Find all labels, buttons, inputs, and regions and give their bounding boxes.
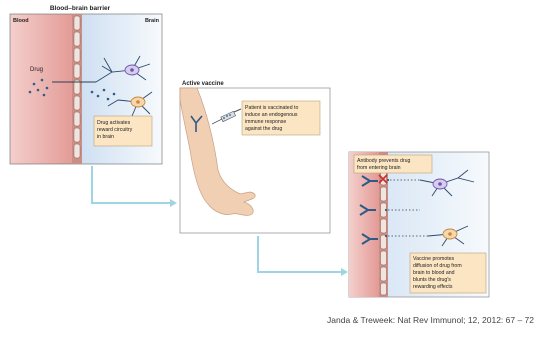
connector-arrow-1 (92, 166, 177, 207)
panel-blood-brain-barrier: Blood–brain barrier Blood Brain Drug (10, 5, 162, 164)
panel3-note-bottom-line2: diffusion of drug from (413, 263, 462, 269)
panel2-note-line4: against the drug (245, 126, 282, 132)
panel2-note: Patient is vaccinated to induce an endog… (242, 101, 320, 135)
brain-label: Brain (145, 18, 160, 24)
panel3-note-top: Antibody prevents drug from entering bra… (354, 155, 432, 173)
drug-label: Drug (30, 67, 43, 73)
panel2-note-line2: induce an endogenous (245, 112, 298, 118)
citation-caption: Janda & Treweek: Nat Rev Immunol; 12, 20… (327, 315, 534, 325)
panel1-note: Drug activates reward circuitry in brain (94, 116, 152, 146)
panel-active-vaccine: Active vaccine Patient is vaccinated to … (180, 81, 330, 233)
panel1-title: Blood–brain barrier (50, 5, 111, 12)
panel2-note-line3: immune response (245, 119, 286, 125)
panel3-note-bottom: Vaccine promotes diffusion of drug from … (410, 253, 486, 293)
panel-antibody-block: Antibody prevents drug from entering bra… (349, 152, 489, 297)
panel3-blood-region (349, 152, 379, 297)
panel1-note-line2: reward circuitry (97, 127, 133, 133)
panel3-note-top-line1: Antibody prevents drug (357, 158, 410, 164)
panel2-note-line1: Patient is vaccinated to (245, 105, 298, 111)
panel3-note-bottom-line5: rewarding effects (413, 284, 453, 290)
panel1-note-line3: in brain (97, 134, 114, 140)
panel3-note-bottom-line4: blunts the drug's (413, 277, 451, 283)
connector-arrow-2 (258, 236, 348, 276)
blood-region (10, 14, 74, 164)
panel1-note-line1: Drug activates (97, 120, 131, 126)
panel3-note-bottom-line3: brain to blood and (413, 270, 455, 276)
panel3-note-top-line2: from entering brain (357, 165, 401, 171)
panel2-title: Active vaccine (182, 81, 224, 87)
blood-label: Blood (13, 18, 29, 24)
panel3-note-bottom-line1: Vaccine promotes (413, 256, 455, 262)
barrier-cells (72, 14, 82, 164)
